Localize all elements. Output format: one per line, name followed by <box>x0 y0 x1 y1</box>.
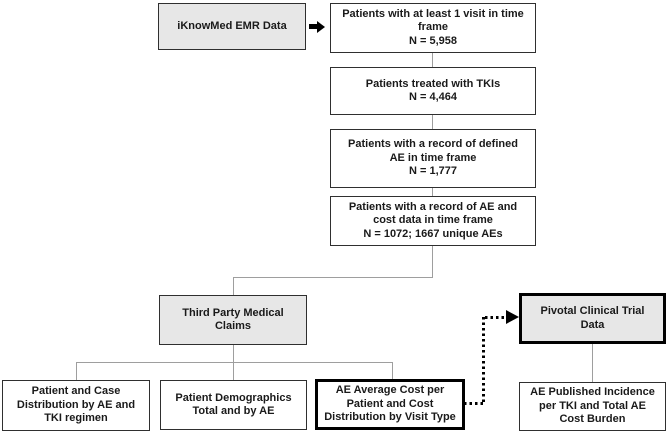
node-patients-ae-cost-data: Patients with a record of AE and cost da… <box>330 196 536 246</box>
connector-tki-aerecord <box>432 115 433 129</box>
connector-down-to-claims <box>233 277 234 295</box>
connector-pivotal-incidence <box>592 344 593 382</box>
node-patients-treated-with-tkis: Patients treated with TKIs N = 4,464 <box>330 67 536 115</box>
connector-branch-horizontal <box>76 362 392 363</box>
connector-claims-down <box>233 345 234 362</box>
dotted-connector-vertical <box>482 317 485 405</box>
node-pivotal-clinical-trial-data: Pivotal Clinical Trial Data <box>519 293 666 344</box>
connector-elbow-horizontal <box>233 277 433 278</box>
dotted-arrowhead-icon <box>506 310 519 324</box>
node-ae-published-incidence: AE Published Incidence per TKI and Total… <box>519 382 666 431</box>
dotted-connector-horizontal-top <box>485 316 507 319</box>
right-arrow-icon <box>317 21 325 33</box>
connector-to-avg-cost <box>392 362 393 379</box>
node-patient-case-distribution: Patient and Case Distribution by AE and … <box>2 380 150 431</box>
node-third-party-medical-claims: Third Party Medical Claims <box>159 295 307 345</box>
connector-to-case-distribution <box>76 362 77 380</box>
connector-to-demographics <box>233 362 234 380</box>
node-patients-defined-ae: Patients with a record of defined AE in … <box>330 129 536 188</box>
connector-aerecord-aecost <box>432 188 433 196</box>
node-iknowmed-emr-data: iKnowMed EMR Data <box>158 3 306 50</box>
connector-aecost-down <box>432 246 433 277</box>
right-arrow-icon <box>309 24 317 29</box>
dotted-connector-horizontal-bottom <box>464 402 484 405</box>
node-ae-average-cost: AE Average Cost per Patient and Cost Dis… <box>315 379 465 430</box>
connector-visit-tki <box>432 53 433 67</box>
node-patients-at-least-1-visit: Patients with at least 1 visit in time f… <box>330 3 536 53</box>
node-patient-demographics: Patient Demographics Total and by AE <box>160 380 307 430</box>
